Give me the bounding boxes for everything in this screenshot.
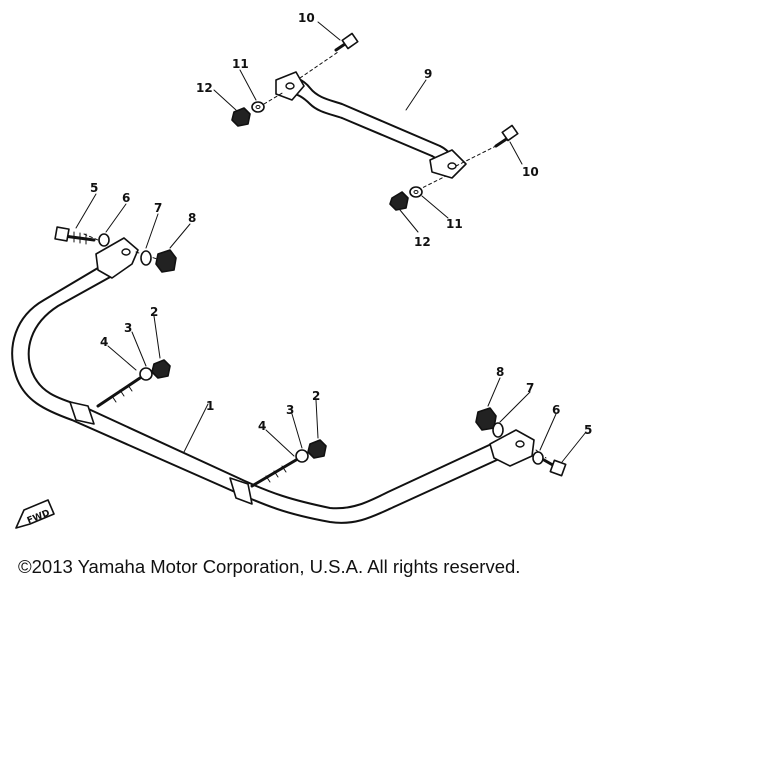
nut-12-right (389, 191, 409, 211)
callout-10-top: 10 (298, 11, 315, 25)
stud-4-left (96, 376, 142, 408)
callout-4-middle: 4 (258, 419, 266, 433)
washer-6-left (98, 233, 110, 247)
lockwasher-3-middle (295, 449, 309, 463)
nut-2-left (151, 359, 171, 379)
nut-2-middle (307, 439, 327, 459)
callout-8-left: 8 (188, 211, 196, 225)
upper-bar-part-9 (275, 71, 467, 179)
leader-lines (75, 21, 587, 463)
callout-12-right: 12 (414, 235, 431, 249)
callouts: 10 11 12 9 10 11 12 5 6 7 8 2 3 4 1 2 3 … (90, 11, 592, 437)
callout-9: 9 (424, 67, 432, 81)
bolt-5-right (542, 458, 567, 477)
bolt-10-right (494, 124, 519, 148)
callout-5-right: 5 (584, 423, 592, 437)
callout-11-top: 11 (232, 57, 249, 71)
callout-7-right: 7 (526, 381, 534, 395)
washer-7-left (140, 250, 152, 266)
callout-7-left: 7 (154, 201, 162, 215)
washer-7-right (492, 422, 504, 438)
callout-1: 1 (206, 399, 214, 413)
stud-4-middle (250, 458, 298, 488)
nut-8-left (155, 249, 177, 273)
callout-10-right: 10 (522, 165, 539, 179)
washer-6-right (532, 451, 544, 465)
callout-5-left: 5 (90, 181, 98, 195)
lockwasher-3-left (139, 367, 153, 381)
main-bar-part-1 (11, 237, 535, 524)
nut-12-upper (231, 107, 251, 127)
callout-11-right: 11 (446, 217, 463, 231)
callout-8-right: 8 (496, 365, 504, 379)
callout-4-left: 4 (100, 335, 108, 349)
callout-6-left: 6 (122, 191, 130, 205)
main-assembly-lines (83, 233, 547, 459)
upper-assembly-lines (263, 51, 497, 191)
copyright-notice: ©2013 Yamaha Motor Corporation, U.S.A. A… (18, 556, 521, 577)
callout-3-left: 3 (124, 321, 132, 335)
callout-3-middle: 3 (286, 403, 294, 417)
bolt-10-upper (334, 32, 359, 52)
callout-2-left: 2 (150, 305, 158, 319)
callout-6-right: 6 (552, 403, 560, 417)
washer-11-upper (251, 101, 265, 113)
fwd-arrow (15, 499, 55, 529)
bolt-5-left (54, 226, 96, 245)
washer-11-right (409, 186, 423, 198)
callout-2-middle: 2 (312, 389, 320, 403)
callout-12-top: 12 (196, 81, 213, 95)
